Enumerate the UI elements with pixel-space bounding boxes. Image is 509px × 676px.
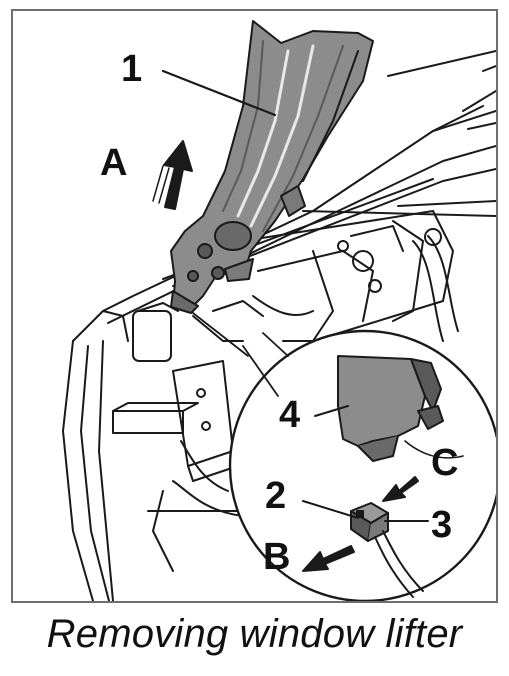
figure-frame: 1 A 4 2 C 3 B [11, 9, 498, 603]
callout-label-c: C [431, 442, 458, 484]
callout-label-a: A [100, 142, 127, 184]
lifter-end-part-4 [337, 355, 464, 462]
connector-part-2 [350, 502, 389, 542]
callout-2-leader [302, 500, 359, 519]
callout-label-b: B [263, 536, 290, 578]
callout-label-1: 1 [121, 48, 142, 90]
figure-caption: Removing window lifter [46, 612, 463, 656]
callout-label-3: 3 [431, 504, 452, 546]
hinge-bracket [112, 302, 244, 572]
callout-4-leader [314, 405, 349, 417]
direction-a-arrow [152, 140, 193, 210]
window-lifter-part-1 [170, 20, 374, 314]
door-body [62, 50, 496, 601]
direction-c-arrow [382, 476, 419, 502]
callout-label-2: 2 [265, 475, 286, 517]
wire-part-3 [374, 530, 424, 598]
callout-label-4: 4 [279, 394, 300, 436]
direction-b-arrow [302, 545, 355, 572]
window-lifter-illustration: 1 A 4 2 C 3 B [62, 20, 496, 601]
callout-1-leader [161, 69, 277, 117]
